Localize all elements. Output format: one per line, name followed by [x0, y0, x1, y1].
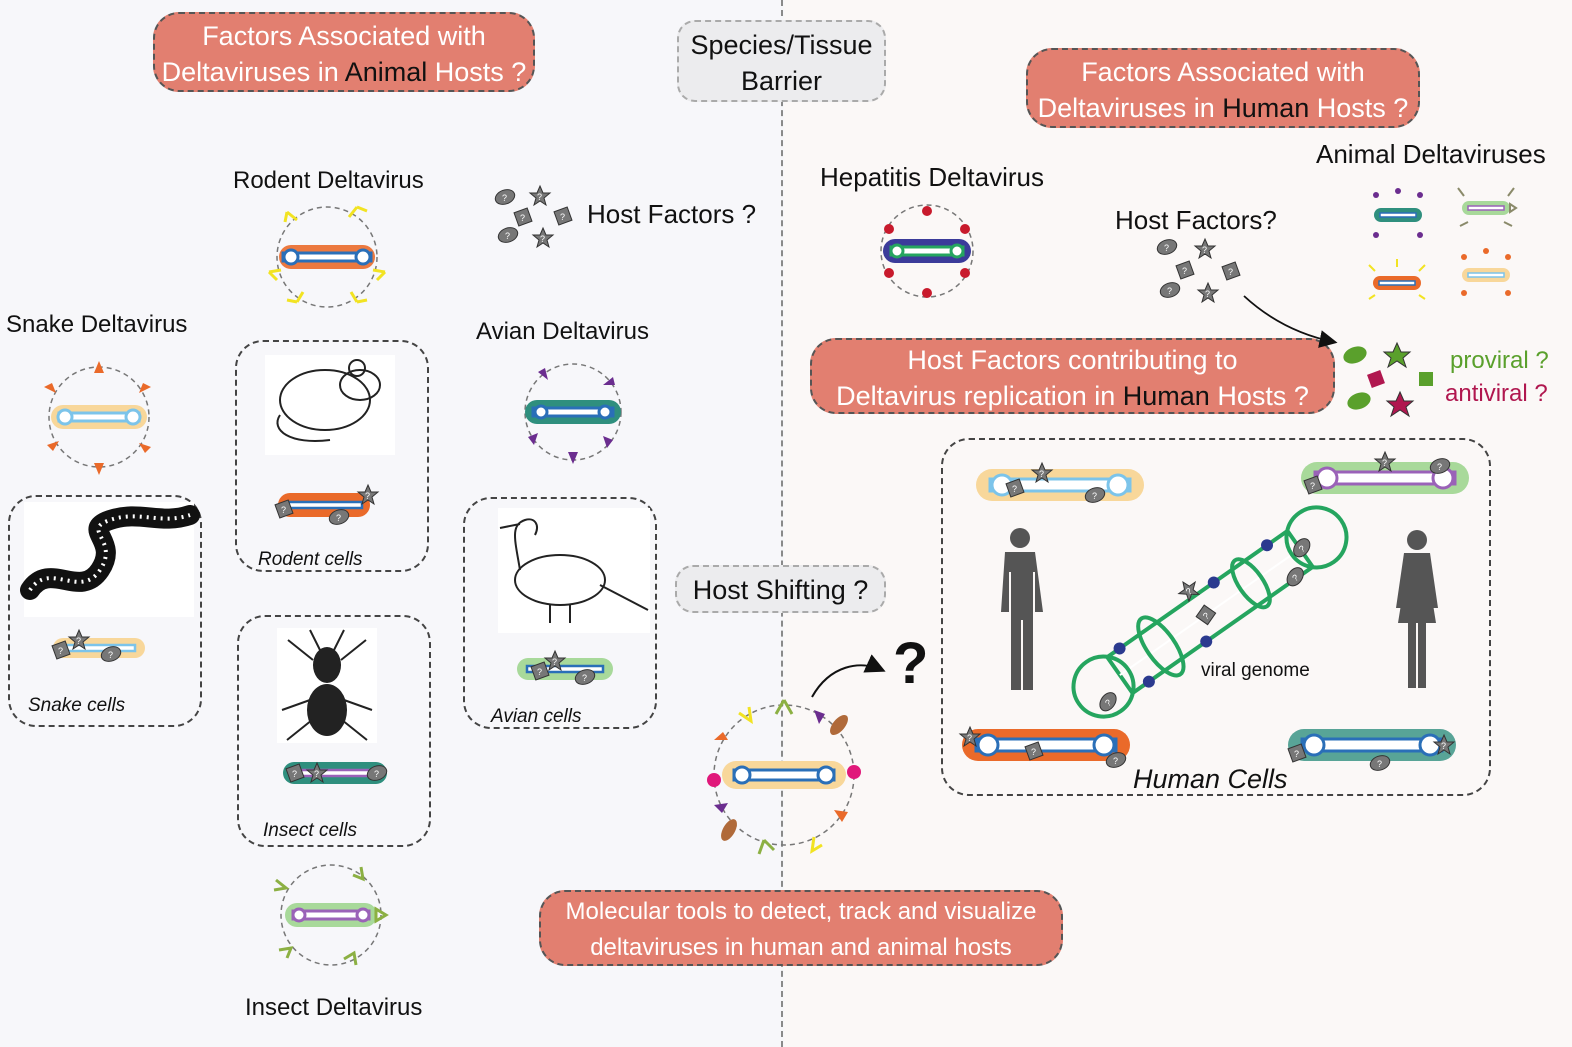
barrier-line-1: Species/Tissue	[690, 30, 873, 60]
avian-cells-box	[463, 497, 657, 729]
avian-cells-label: Avian cells	[491, 706, 582, 727]
snake-deltavirus-label: Snake Deltavirus	[6, 311, 188, 338]
human-cells-box	[941, 438, 1491, 796]
species-barrier-divider	[781, 0, 786, 1047]
mouse-illustration	[265, 355, 395, 455]
host-shifting-arrow	[811, 654, 886, 698]
host-factors-left-icons	[492, 185, 573, 248]
pill-line-2: Deltaviruses in Human Hosts ?	[1037, 93, 1409, 123]
human-cell-virus-4	[1287, 729, 1456, 774]
pill-line-2: Deltaviruses in Animal Hosts ?	[161, 57, 527, 87]
host-factors-right-icons	[1154, 236, 1241, 303]
insect-cells-label: Insect cells	[263, 820, 357, 841]
animal-hosts-factors-pill: Factors Associated with Deltaviruses in …	[153, 12, 535, 92]
host-factors-right-label: Host Factors?	[1115, 205, 1277, 235]
replication-factors-pill: Host Factors contributing to Deltavirus …	[810, 338, 1335, 414]
snake-deltavirus-icon	[44, 361, 151, 475]
hepatitis-deltavirus-label: Hepatitis Deltavirus	[820, 162, 1044, 192]
viral-genome-label: viral genome	[1201, 660, 1310, 681]
pill-line-1: Factors Associated with	[1081, 57, 1365, 87]
proviral-label: proviral ?	[1450, 347, 1549, 374]
snake-cell-virus	[51, 629, 145, 665]
barrier-line-2: Barrier	[740, 66, 822, 96]
molecular-tools-pill: Molecular tools to detect, track and vis…	[539, 890, 1063, 966]
species-tissue-barrier-box: Species/Tissue Barrier	[677, 20, 886, 102]
rodent-cells-label: Rodent cells	[258, 549, 363, 570]
rodent-cells-box	[235, 340, 429, 572]
insect-cells-box	[237, 615, 431, 847]
host-factors-arrow	[1243, 295, 1338, 348]
rodent-deltavirus-icon	[267, 205, 387, 308]
female-silhouette-icon	[1396, 530, 1438, 688]
avian-cell-virus	[517, 650, 613, 688]
snake-cells-label: Snake cells	[28, 695, 126, 716]
insect-deltavirus-icon	[273, 864, 389, 966]
insect-deltavirus-label: Insect Deltavirus	[245, 994, 423, 1021]
human-cell-virus-3	[959, 726, 1130, 771]
viral-genome-diagram	[1071, 505, 1349, 719]
host-shifting-question-mark: ?	[893, 631, 929, 696]
pill-line-1: Host Factors contributing to	[907, 345, 1238, 375]
pill-line-1: Factors Associated with	[202, 21, 486, 51]
host-shifting-box: Host Shifting ?	[675, 565, 886, 613]
snake-cells-box	[8, 495, 202, 727]
human-cells-label: Human Cells	[1133, 764, 1288, 794]
hepatitis-deltavirus-icon	[880, 204, 974, 298]
antiviral-label: antiviral ?	[1445, 380, 1548, 407]
avian-deltavirus-icon	[524, 363, 622, 464]
host-shifting-virus-icon	[707, 699, 861, 855]
host-factors-left-label: Host Factors ?	[587, 199, 757, 229]
avian-deltavirus-label: Avian Deltavirus	[476, 318, 649, 345]
insect-cell-virus	[283, 762, 390, 784]
male-silhouette-icon	[1001, 528, 1043, 690]
human-hosts-factors-pill: Factors Associated with Deltaviruses in …	[1026, 48, 1420, 128]
animal-deltaviruses-label: Animal Deltaviruses	[1316, 139, 1546, 169]
pill-line-2: Deltavirus replication in Human Hosts ?	[836, 381, 1309, 411]
animal-deltaviruses-icons	[1368, 187, 1518, 300]
snake-illustration	[20, 502, 200, 617]
pill-line-2: deltaviruses in human and animal hosts	[590, 934, 1012, 961]
human-cell-virus-2	[1301, 451, 1469, 495]
human-cell-virus-1	[976, 462, 1144, 506]
rodent-deltavirus-label: Rodent Deltavirus	[233, 167, 424, 194]
rodent-cell-virus	[274, 484, 379, 528]
human-hosts-panel	[784, 0, 1572, 1047]
duck-illustration	[498, 508, 650, 633]
pill-line-1: Molecular tools to detect, track and vis…	[565, 898, 1037, 925]
insect-illustration	[277, 628, 377, 743]
proviral-antiviral-icons	[1343, 341, 1433, 418]
